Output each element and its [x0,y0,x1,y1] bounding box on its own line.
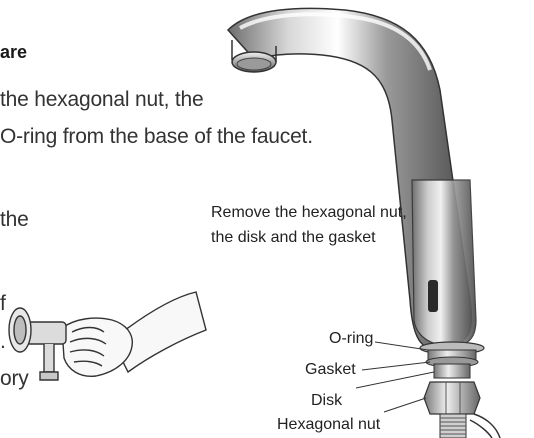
hand-tool-illustration [9,292,206,380]
instruction-line-4: f [0,292,6,316]
instruction-line-2: O-ring from the base of the faucet. [0,125,313,149]
leader-lines [356,342,434,412]
label-hexagonal-nut: Hexagonal nut [277,416,380,434]
instruction-line-5: . [0,330,6,354]
label-o-ring: O-ring [329,330,373,348]
instruction-line-6: ory [0,367,29,391]
section-heading: are [0,42,27,63]
callout-line-1: Remove the hexagonal nut, [211,204,407,222]
callout-line-2: the disk and the gasket [211,229,376,247]
faucet-illustration [228,8,500,438]
label-gasket: Gasket [305,361,356,379]
instruction-line-3: the [0,208,29,232]
instruction-line-1: the hexagonal nut, the [0,88,203,112]
label-disk: Disk [311,392,342,410]
